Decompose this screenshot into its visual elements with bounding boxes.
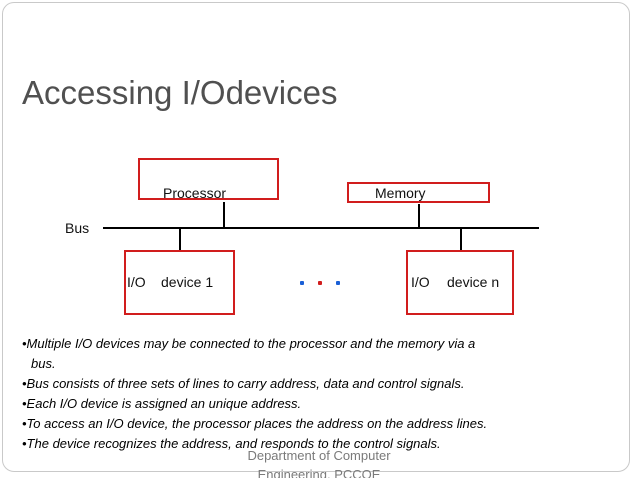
io-device-n-box [406, 250, 514, 315]
bullet-list: •Multiple I/O devices may be connected t… [22, 334, 622, 454]
footer-line-1: Department of Computer [247, 448, 391, 463]
ellipsis-dot-1 [300, 281, 304, 285]
bullet-item: •Each I/O device is assigned an unique a… [22, 396, 302, 411]
memory-connector [418, 204, 420, 228]
io-device-1-io: I/O [127, 274, 146, 290]
io-device-1-name: device 1 [161, 274, 214, 290]
bullet-item: bus. [31, 356, 56, 371]
bus-label: Bus [65, 220, 90, 236]
processor-box [138, 158, 279, 200]
memory-box [347, 182, 490, 203]
bus-line [103, 227, 539, 229]
slide-frame [2, 2, 630, 472]
memory-label: Memory [375, 185, 426, 201]
processor-connector [223, 202, 225, 228]
bullet-item: •Bus consists of three sets of lines to … [22, 376, 465, 391]
bullet-item: •The device recognizes the address, and … [22, 436, 441, 451]
io-device-n-io: I/O [411, 274, 430, 290]
ellipsis-dot-3 [336, 281, 340, 285]
processor-label: Processor [163, 185, 227, 201]
slide-title: Accessing I/Odevices [22, 74, 338, 111]
bullet-item: •To access an I/O device, the processor … [22, 416, 488, 431]
bullet-item: •Multiple I/O devices may be connected t… [22, 336, 476, 351]
devicen-connector [460, 229, 462, 251]
device1-connector [179, 229, 181, 251]
io-device-n-name: device n [447, 274, 500, 290]
footer: Department of Computer Engineering, PCCO… [212, 446, 426, 478]
footer-line-2: Engineering, PCCOE [257, 467, 381, 478]
ellipsis-dot-2 [318, 281, 322, 285]
io-device-1-box [124, 250, 235, 315]
